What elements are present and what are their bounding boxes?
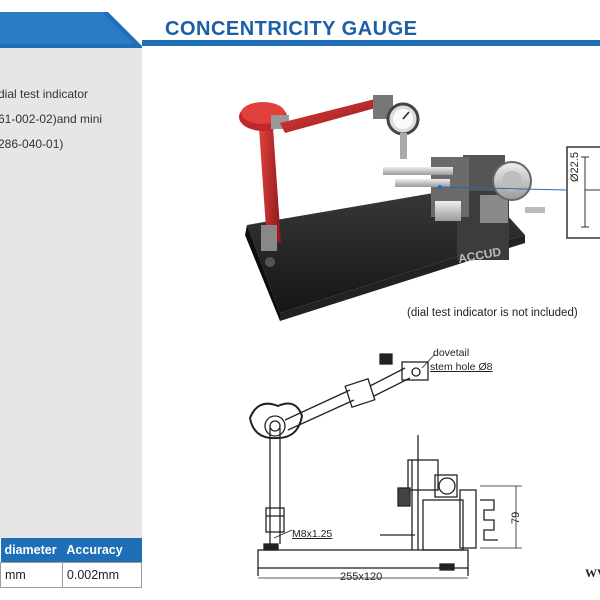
technical-drawing <box>248 353 522 579</box>
section-view <box>566 146 600 239</box>
table-row: mm 0.002mm <box>0 562 143 588</box>
spec-table: diameter Accuracy mm 0.002mm <box>0 538 143 588</box>
website-fragment: WV <box>585 566 600 580</box>
height-dimension: 79 <box>510 511 522 524</box>
page-title: CONCENTRICITY GAUGE <box>165 18 418 40</box>
header-rule <box>142 40 600 46</box>
header-tab-shape <box>0 12 142 48</box>
stem-hole-label: stem hole Ø8 <box>430 361 493 373</box>
thread-label: M8x1.25 <box>292 528 333 540</box>
base-dimension: 255x120 <box>340 571 383 583</box>
section-dimension: Ø22.5 <box>569 152 581 182</box>
photo-caption: (dial test indicator is not included) <box>407 307 578 319</box>
product-photo: ACCUD <box>239 95 545 321</box>
cell-diameter: mm <box>0 562 63 588</box>
description-line-2: 61-002-02)and mini <box>0 112 103 126</box>
side-panel <box>0 48 142 538</box>
dovetail-label: dovetail <box>433 347 470 359</box>
leader-line <box>438 185 567 191</box>
description-line-1: dial test indicator <box>0 87 89 101</box>
cell-accuracy: 0.002mm <box>61 562 143 588</box>
product-description: dial test indicator 61-002-02)and mini 2… <box>0 82 142 157</box>
column-header-diameter: diameter <box>0 538 63 563</box>
column-header-accuracy: Accuracy <box>62 538 142 563</box>
description-line-3: 286-040-01) <box>0 137 64 151</box>
